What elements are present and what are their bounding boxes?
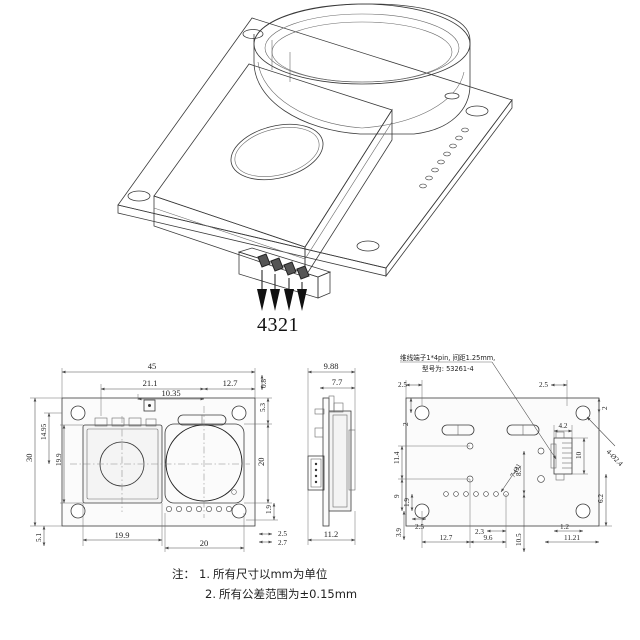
side-module-body xyxy=(328,410,352,512)
front-view-dimensions: 45 21.1 12.7 10.35 0.8 5.3 20 xyxy=(24,361,287,552)
side-view-group: 9.88 7.7 11.2 xyxy=(307,361,356,545)
mount-hole-tl xyxy=(70,405,86,421)
dim-top-c: 10.35 xyxy=(161,388,180,398)
dim-top-a: 21.1 xyxy=(143,378,158,388)
note-2-text: 所有公差范围为±0.15mm xyxy=(219,587,357,601)
dim-pcb-bottom-c: 2.3 xyxy=(475,528,484,536)
svg-text:注：1.所有尺寸以mm为单位: 注： 1.所有尺寸以mm为单位 xyxy=(172,567,327,581)
note-1-num: 1. xyxy=(199,567,210,581)
dim-pcb-bottom-e: 1.2 xyxy=(560,523,569,531)
sensor-module-iso xyxy=(153,63,393,279)
dim-left-b: 19.9 xyxy=(55,453,63,466)
dim-right-low: 1.9 xyxy=(265,505,273,514)
dim-pcb-left-top-v: 2 xyxy=(402,422,410,426)
pin-header-iso xyxy=(237,247,332,299)
dim-left-c: 30 xyxy=(24,454,34,463)
dim-pcb-v2: 9 xyxy=(393,494,401,498)
dim-overall-width: 45 xyxy=(148,361,157,371)
dim-pcb-v4: 2.5 xyxy=(415,523,424,531)
pcb-view-group: 维线端子1*4pin, 间距1.25mm, 型号为: 53261-4 4-Ø2.… xyxy=(393,353,625,553)
pcb-outline-back xyxy=(405,397,600,527)
mount-hole-tr xyxy=(231,405,247,421)
dim-pcb-mid-v: 8.5 xyxy=(515,467,523,476)
dim-left-a: 14.95 xyxy=(40,423,48,440)
dim-pcb-bottom-d: 10.5 xyxy=(515,533,523,546)
dim-pcb-right-top-v: 2 xyxy=(601,406,609,410)
mount-hole-br xyxy=(231,503,247,519)
dim-top-b: 12.7 xyxy=(223,378,238,388)
dim-pcb-conn-h: 10 xyxy=(575,451,583,459)
notes-prefix: 注： xyxy=(172,567,195,581)
side-top-features xyxy=(314,395,344,438)
buzzer-cylinder-iso xyxy=(253,3,471,135)
buzzer-housing-front xyxy=(164,423,245,504)
pcb-mount-hole-tl xyxy=(414,405,430,421)
dim-right-b1: 2.5 xyxy=(278,530,287,538)
note-2-num: 2. xyxy=(205,587,216,601)
notes-block: 注： 1.所有尺寸以mm为单位 2.所有公差范围为±0.15mm xyxy=(172,567,357,601)
dim-pcb-bottom-a: 12.7 xyxy=(440,534,453,542)
sensor-body-front xyxy=(82,424,163,504)
dim-pcb-v1: 11.4 xyxy=(393,451,401,464)
dim-pcb-right-top: 2.5 xyxy=(539,381,548,389)
pcb-annotation: 维线端子1*4pin, 间距1.25mm, 型号为: 53261-4 xyxy=(400,353,557,460)
dim-pcb-left-top: 2.5 xyxy=(398,381,407,389)
note-1-text: 所有尺寸以mm为单位 xyxy=(213,567,327,581)
pcb-board-iso xyxy=(117,17,513,278)
pcb-mount-hole-tr xyxy=(575,405,591,421)
dim-pcb-v5: 3.9 xyxy=(395,528,403,537)
dim-top-small-a: 0.8 xyxy=(260,379,268,388)
pin-callout-arrows: 4321 xyxy=(257,270,307,336)
via-row-front xyxy=(166,506,232,512)
dim-pcb-right-low: 6.2 xyxy=(597,494,605,503)
front-view-group: 45 21.1 12.7 10.35 0.8 5.3 20 xyxy=(24,361,287,552)
dim-side-b: 7.7 xyxy=(332,377,343,387)
dim-side-bottom: 11.2 xyxy=(324,529,339,539)
mount-hole-bl xyxy=(70,503,86,519)
svg-text:2.所有公差范围为±0.15mm: 2.所有公差范围为±0.15mm xyxy=(205,587,357,601)
hole-callout-corner-label: 4-Ø2.4 xyxy=(605,448,625,468)
annotation-line-2: 型号为: 53261-4 xyxy=(422,364,474,373)
dim-bottom-a: 19.9 xyxy=(115,530,130,540)
sensor-top-tabs xyxy=(94,417,157,427)
buzzer-top-bridge xyxy=(177,414,227,426)
pin-number-label: 4321 xyxy=(257,314,299,336)
dim-pcb-bottom-b: 9.6 xyxy=(484,534,493,542)
side-view-dimensions: 9.88 7.7 11.2 xyxy=(307,361,356,545)
isometric-view-group: 4321 xyxy=(117,3,513,336)
pcb-slot-pads xyxy=(441,424,540,436)
pcb-view-dimensions: 2.5 2 11.4 9 1.9 2.5 3.9 2.5 xyxy=(393,380,612,553)
dim-side-a: 9.88 xyxy=(324,361,339,371)
dim-bottom-b: 20 xyxy=(200,538,209,548)
pcb-mount-hole-br xyxy=(575,503,591,519)
dim-right-mid: 20 xyxy=(256,458,266,467)
dim-pcb-bottom-f: 11.21 xyxy=(564,534,580,542)
dim-right-top: 5.3 xyxy=(259,403,267,412)
dim-right-b2: 2.7 xyxy=(278,539,287,547)
dim-pcb-v3: 1.9 xyxy=(403,498,411,507)
side-connector xyxy=(307,455,325,491)
dim-pcb-conn-w: 4.2 xyxy=(559,422,568,430)
annotation-line-1: 维线端子1*4pin, 间距1.25mm, xyxy=(400,353,495,362)
dim-bottom-left-v: 5.1 xyxy=(35,533,43,542)
